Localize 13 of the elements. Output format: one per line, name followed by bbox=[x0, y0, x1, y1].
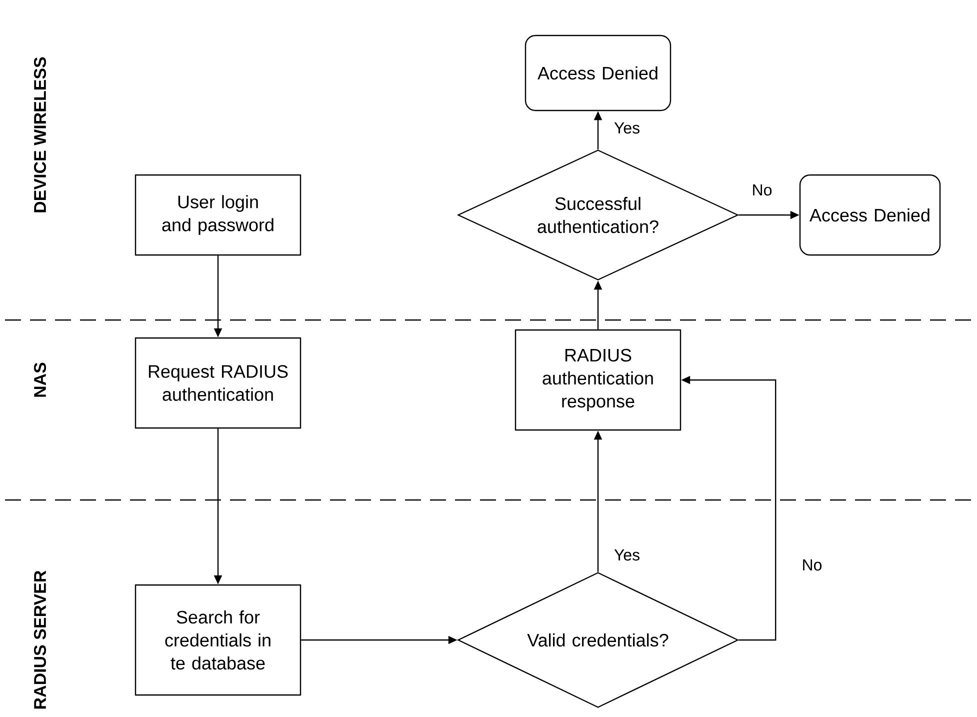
process-box: Search for credentials in te database bbox=[134, 584, 302, 696]
edge-label: No bbox=[750, 183, 774, 197]
terminal-box: Access Denied bbox=[524, 34, 672, 112]
lane-label: NAS bbox=[34, 362, 46, 397]
lane-label: RADIUS SERVER bbox=[34, 570, 46, 709]
edge-label: Yes bbox=[612, 121, 642, 135]
process-box: Request RADIUS authentication bbox=[134, 337, 302, 429]
lane-label: DEVICE WIRELESS bbox=[34, 57, 46, 212]
process-box: User login and password bbox=[134, 174, 302, 256]
process-box: RADIUS authentication response bbox=[514, 329, 682, 431]
edge-label: No bbox=[800, 558, 824, 572]
terminal-box: Access Denied bbox=[799, 174, 941, 256]
edge-label: Yes bbox=[612, 548, 642, 562]
